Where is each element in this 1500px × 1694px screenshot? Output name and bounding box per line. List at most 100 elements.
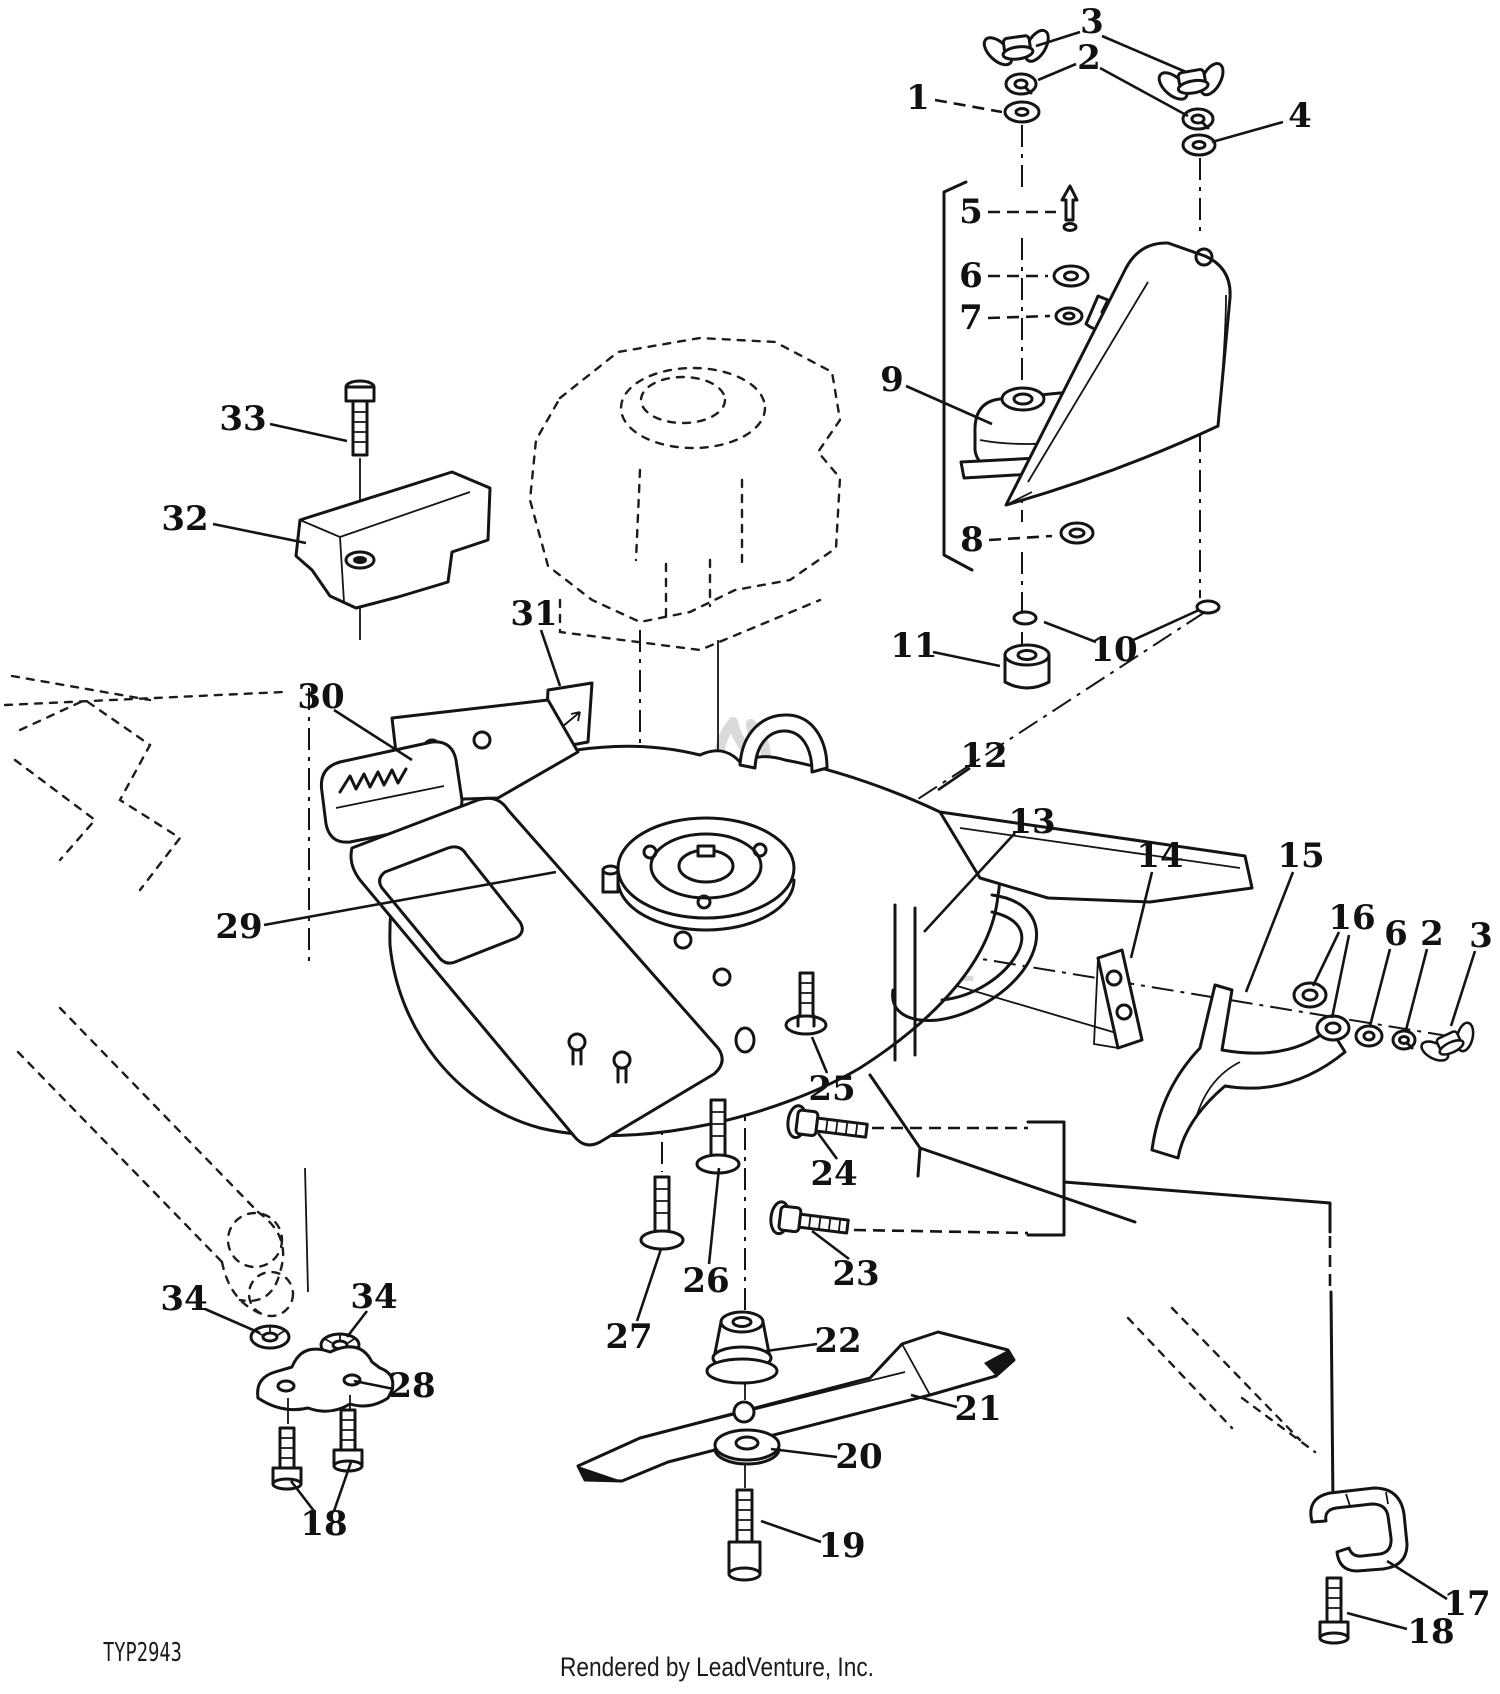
bolt-18-mid: [332, 1408, 364, 1473]
flat-washer-1: [1003, 100, 1041, 124]
callout-leader-17: [1386, 1559, 1448, 1601]
clamp-28: [256, 1345, 395, 1424]
render-credit: Rendered by LeadVenture, Inc.: [560, 1652, 874, 1682]
washer-20: [713, 1428, 781, 1466]
callout-label-9: 9: [880, 360, 904, 400]
bolt-18-right: [1318, 1576, 1350, 1645]
callout-label-20: 20: [835, 1437, 882, 1477]
callout-label-32: 32: [161, 499, 208, 539]
callout-label-26: 26: [682, 1261, 729, 1301]
callout-label-19: 19: [818, 1526, 865, 1566]
callout-label-6: 6: [1384, 914, 1408, 954]
callout-leader-6: [1368, 948, 1392, 1027]
callout-leader-18: [289, 1480, 316, 1512]
callout-label-2: 2: [1420, 914, 1444, 954]
deck-hub: [616, 816, 796, 932]
callout-leader-24: [816, 1132, 839, 1160]
callout-label-4: 4: [1288, 96, 1312, 136]
group-bracket-5-8: [942, 180, 974, 572]
callout-leader-14: [1129, 871, 1154, 959]
bracket-32: [294, 470, 492, 610]
bolt-24: [786, 1104, 869, 1140]
clamp-17: [1309, 1486, 1409, 1573]
nut-16-lower: [1315, 1014, 1351, 1042]
callout-leader-7: [987, 314, 1051, 320]
spacer-11: [1003, 643, 1051, 690]
bolt-23-axis: [853, 1228, 1029, 1235]
callout-leader-18: [1346, 1611, 1408, 1631]
nut-16-upper: [1292, 981, 1328, 1009]
lock-washer-2-left: [1004, 72, 1038, 96]
deck-right-wing: [938, 810, 1254, 904]
callout-leader-2: [1037, 62, 1077, 82]
callout-leader-33: [269, 422, 348, 443]
engine-phantom: [528, 336, 842, 652]
callout-label-2: 2: [1077, 38, 1101, 78]
callout-label-8: 8: [960, 520, 984, 560]
callout-leader-23: [811, 1229, 850, 1261]
callout-label-11: 11: [890, 626, 937, 666]
deck-latch-plate: [319, 740, 464, 844]
blade-21: [576, 1330, 1016, 1483]
callout-label-21: 21: [954, 1389, 1001, 1429]
handle-phantom-upper-left: [3, 674, 285, 892]
callout-leader-29: [263, 870, 557, 927]
callout-label-1: 1: [906, 78, 930, 118]
wing-nut-3-far-right: [1420, 1021, 1475, 1062]
callout-label-24: 24: [810, 1154, 857, 1194]
deck-front-clamp-bolts: [567, 1032, 632, 1084]
deck-arch: [738, 713, 829, 774]
lock-washer-2-far-right: [1391, 1029, 1417, 1051]
callout-leader-11: [932, 650, 1001, 668]
callout-label-5: 5: [959, 192, 983, 232]
callout-leader-21: [910, 1393, 958, 1409]
washer-6-right: [1354, 1024, 1384, 1048]
bolt-27: [639, 1175, 685, 1251]
callout-label-6: 6: [959, 256, 983, 296]
callout-label-31: 31: [510, 594, 557, 634]
callout-leader-34: [345, 1310, 369, 1338]
callout-leader-20: [770, 1447, 838, 1459]
flat-washer-4: [1181, 133, 1217, 157]
callout-leader-28: [353, 1379, 395, 1391]
mower-deck: [319, 698, 1254, 1224]
handle-phantom-lower-right: [1126, 1306, 1317, 1454]
callout-label-12: 12: [960, 736, 1007, 776]
bolt-23: [769, 1200, 850, 1236]
callout-leader-3: [1035, 30, 1081, 48]
callout-label-14: 14: [1136, 836, 1183, 876]
plate-14: [1093, 948, 1144, 1050]
ring-10-right: [1195, 599, 1221, 615]
callout-leader-1: [934, 98, 1003, 114]
wing-nut-3-right: [1157, 62, 1225, 101]
callout-leader-30: [333, 708, 413, 762]
callout-leader-12: [937, 766, 971, 792]
callout-leader-25: [810, 1036, 829, 1074]
callout-label-27: 27: [605, 1317, 652, 1357]
callout-leader-16: [1330, 934, 1351, 1019]
callout-leader-34: [204, 1307, 261, 1335]
callout-leader-8: [988, 534, 1053, 542]
bolt-18-left: [271, 1426, 303, 1491]
callout-leader-32: [212, 522, 307, 545]
nut-8: [1059, 521, 1095, 545]
spacer-22: [705, 1310, 779, 1385]
callout-label-34: 34: [160, 1279, 207, 1319]
callout-label-17: 17: [1443, 1584, 1490, 1624]
callout-leader-2: [1404, 948, 1429, 1031]
callout-label-22: 22: [814, 1321, 861, 1361]
callout-label-29: 29: [215, 907, 262, 947]
callout-leader-22: [765, 1342, 818, 1353]
bolt-19: [727, 1488, 762, 1582]
washer-6: [1052, 264, 1090, 288]
callout-label-16: 16: [1328, 898, 1375, 938]
callout-label-30: 30: [297, 677, 344, 717]
group-bracket-23-24: [1026, 1120, 1066, 1237]
callout-label-25: 25: [808, 1069, 855, 1109]
bolt-33: [344, 379, 376, 457]
washer-34-left: [249, 1324, 291, 1350]
ring-10-left: [1012, 610, 1038, 626]
